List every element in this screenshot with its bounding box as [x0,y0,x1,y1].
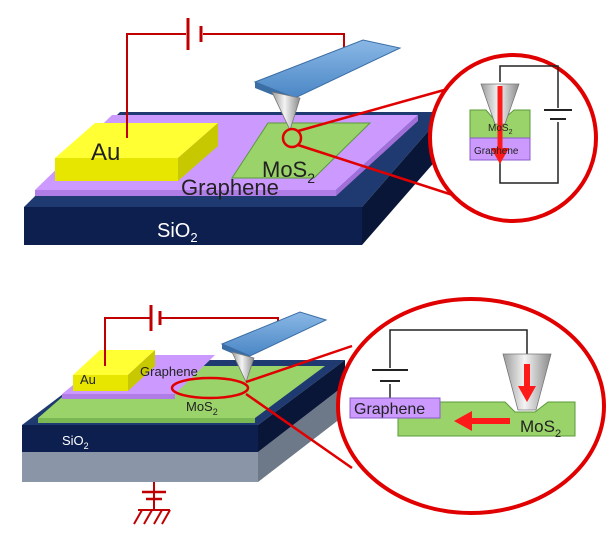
top-wire-circuit [126,33,186,138]
top-graphene-label: Graphene [181,175,279,200]
top-wire-circuit-right [203,33,345,52]
top-au-pad-top [55,123,218,158]
bottom-substrate-front [22,425,258,452]
top-inset-graphene-label: Graphene [474,146,519,157]
top-au-label: Au [91,139,120,166]
top-mos2-label: MoS2 [262,157,315,186]
bottom-afm-tip [231,351,255,384]
top-sio2-label: SiO2 [157,220,198,245]
top-inset-wire-bottom [499,122,559,184]
top-cantilever [253,39,402,99]
bottom-inset-wire [389,329,528,368]
bottom-grey-base-front [22,452,258,482]
bottom-au-pad-front [73,375,128,391]
bottom-ground-hatch-2 [143,509,153,525]
top-mos2-flake [231,122,372,179]
bottom-cantilever [220,311,328,357]
bottom-au-label: Au [80,372,96,387]
top-contact-circle [281,127,303,149]
top-inset-wire [499,65,559,108]
bottom-au-pad-top [73,350,155,375]
bottom-mos2-edge [38,418,255,423]
bottom-device: Au Graphene MoS2 SiO2 [22,305,353,525]
bottom-contact-ellipse [170,376,250,400]
bottom-mos2-label: MoS2 [186,399,218,417]
bottom-inset-lateral-arrow-head [454,411,472,431]
bottom-inset-graphene-label: Graphene [354,401,425,418]
top-au-pad-side [178,123,218,181]
top-inset: MoS2 Graphene [428,53,598,223]
bottom-inset-graphene-box [349,397,441,419]
top-zoom-line-lower [297,143,463,200]
bottom-inset-vertical-arrow-head [518,386,536,402]
bottom-inset: Graphene MoS2 [336,297,606,515]
bottom-substrate-side [258,360,345,452]
top-inset-arrow-head [491,148,509,164]
top-afm-tip [271,91,301,132]
top-au-pad-front [55,158,178,181]
bottom-graphene-edge [62,394,175,399]
bottom-au-pad-side [128,350,155,391]
top-device: Au MoS2 Graphene SiO2 [24,18,463,245]
top-graphene-edge [35,190,336,196]
bottom-inset-mos2-label: MoS2 [520,417,561,440]
bottom-zoom-line-lower [245,392,353,470]
bottom-graphene-label: Graphene [140,364,198,379]
bottom-wire-circuit [104,317,150,366]
bottom-ground-hatch-1 [133,509,143,525]
top-graphene-edge-side [336,115,418,196]
top-zoom-line-upper [297,83,463,133]
top-substrate-front [24,207,362,245]
bottom-ground-hatch-4 [161,509,171,525]
top-inset-mos2-label: MoS2 [488,123,513,136]
bottom-ground-hatch-3 [153,509,163,525]
bottom-sio2-label: SiO2 [62,433,89,451]
bottom-zoom-line-upper [245,344,353,384]
